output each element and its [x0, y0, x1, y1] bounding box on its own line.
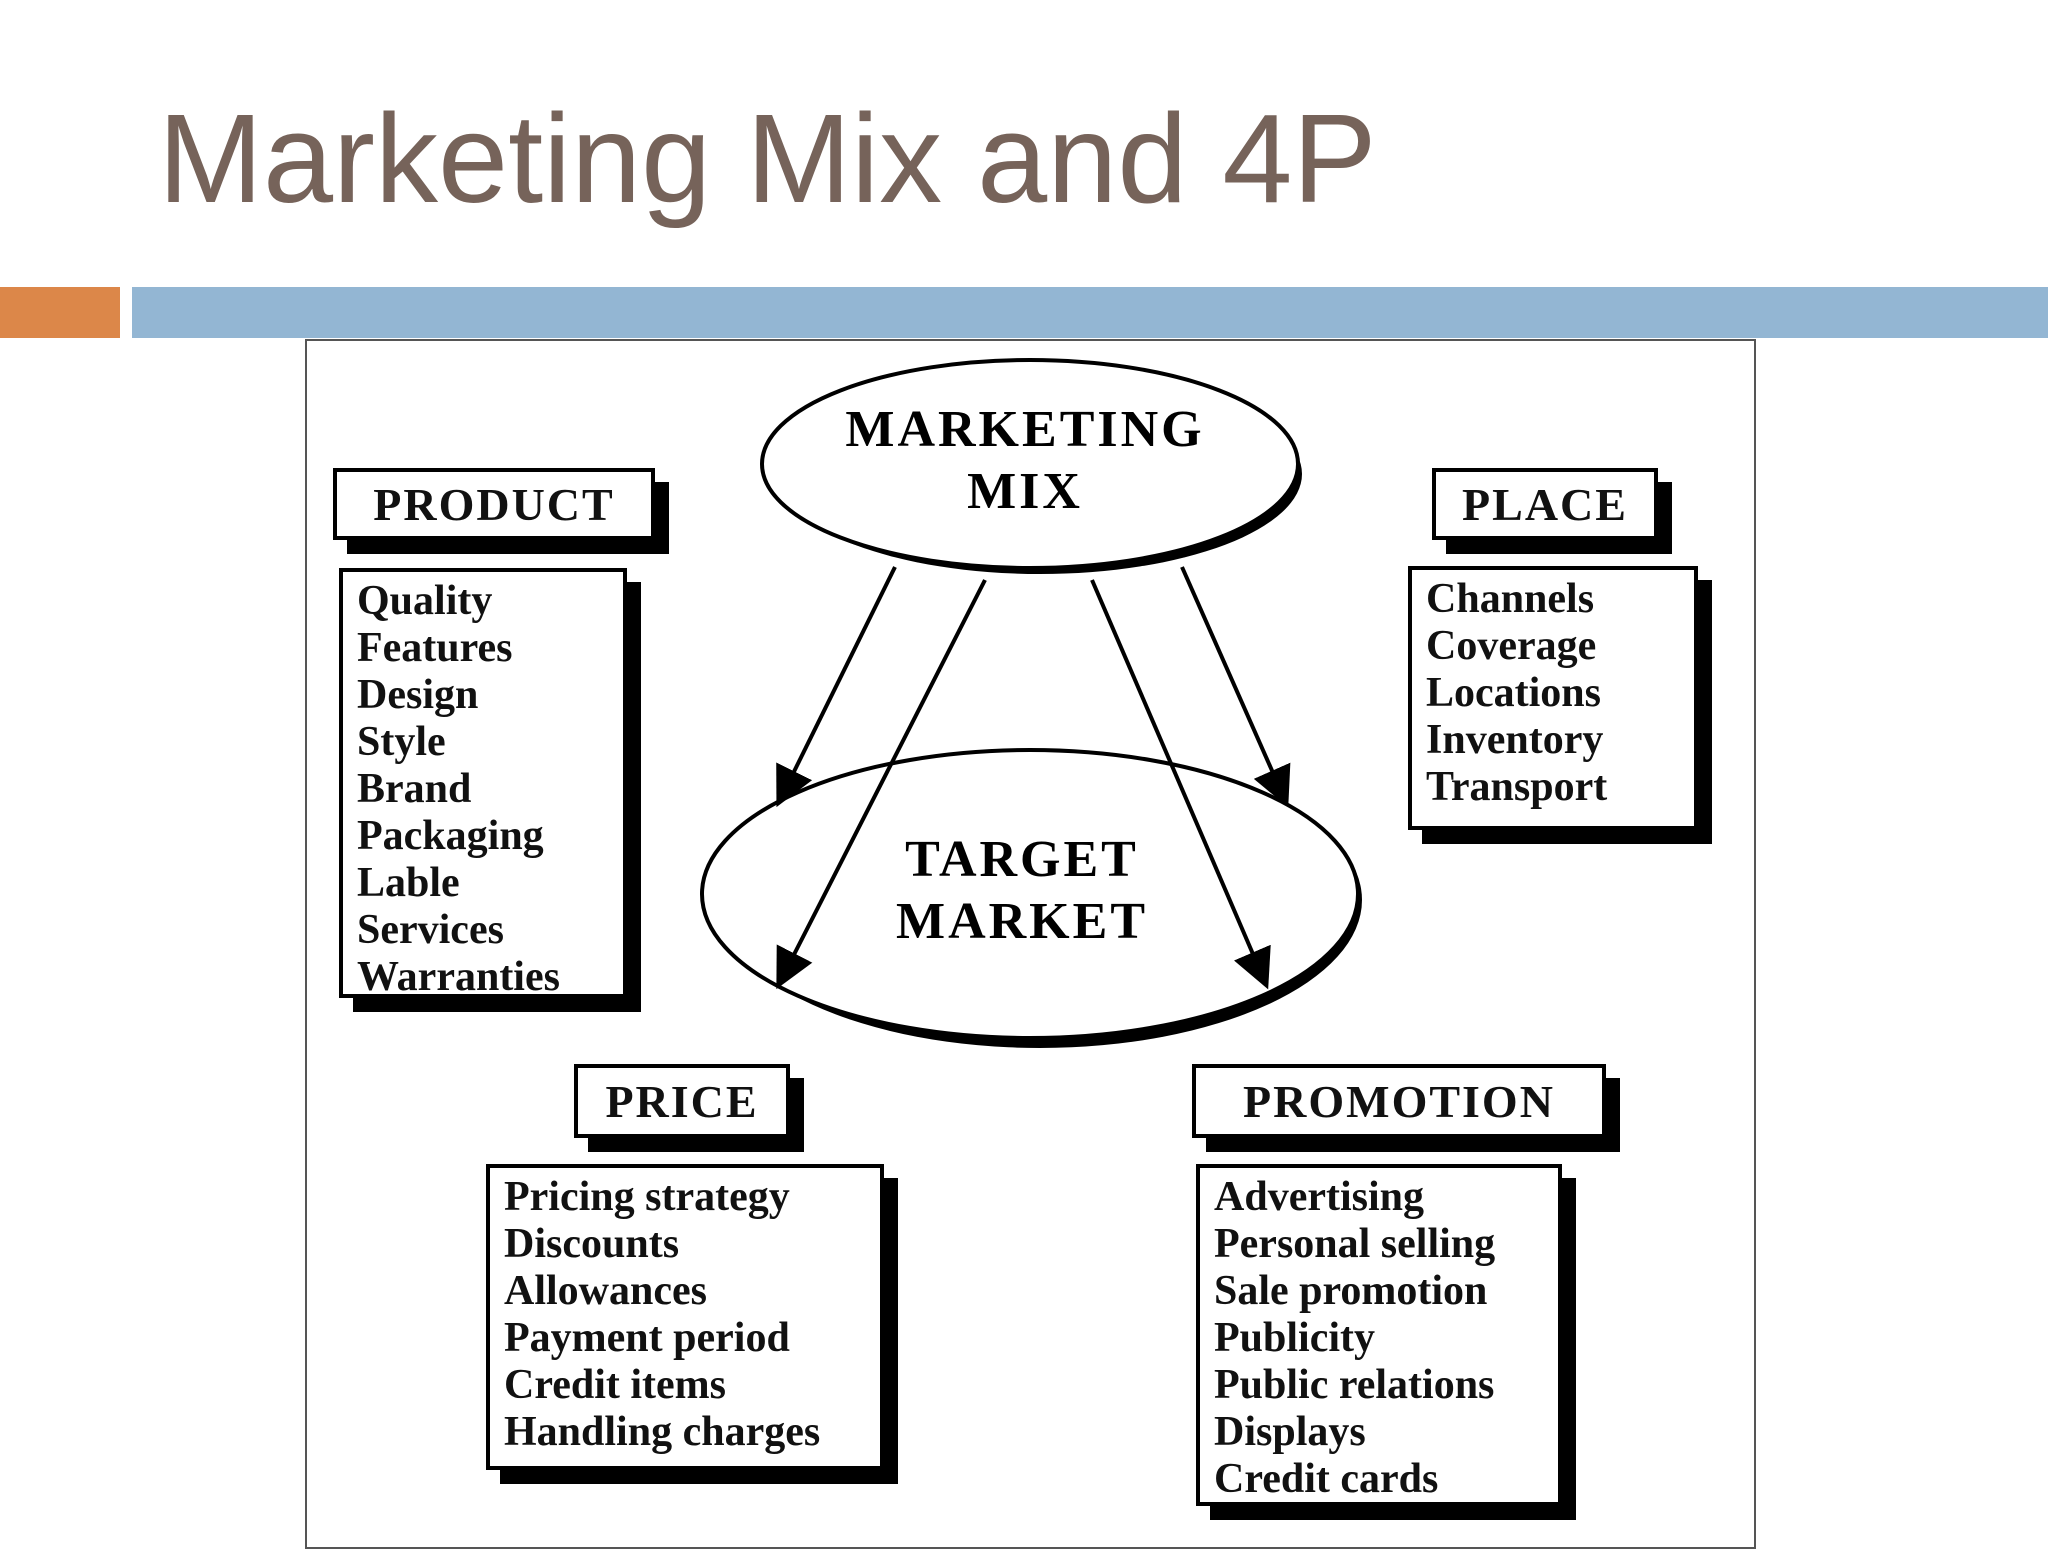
place-heading: PLACE [1462, 478, 1628, 530]
arrow-mix-to-target-right-inner [1090, 579, 1271, 990]
product-item: Features [357, 625, 513, 671]
price-item: Handling charges [504, 1409, 821, 1455]
target-market-label-line1: TARGET [905, 831, 1139, 888]
place-item: Locations [1426, 670, 1602, 716]
marketing-mix-label-line2: MIX [967, 463, 1083, 520]
product-item: Design [357, 672, 479, 718]
promotion-item: Advertising [1214, 1174, 1424, 1220]
price-heading: PRICE [605, 1075, 759, 1127]
place-heading-box: PLACE [1432, 468, 1658, 540]
promotion-item: Public relations [1214, 1362, 1495, 1408]
product-item: Style [357, 719, 446, 765]
price-heading-box: PRICE [574, 1064, 790, 1138]
promotion-item: Personal selling [1214, 1221, 1496, 1267]
product-item: Warranties [357, 954, 560, 1000]
place-item: Channels [1426, 576, 1595, 622]
price-item: Payment period [504, 1315, 790, 1361]
promotion-heading-box: PROMOTION [1192, 1064, 1606, 1138]
marketing-mix-label-line1: MARKETING [845, 401, 1204, 458]
accent-bar-blue [132, 287, 2048, 338]
product-heading-box: PRODUCT [333, 468, 655, 540]
arrow-mix-to-target-left-outer [776, 566, 897, 808]
promotion-item: Sale promotion [1214, 1268, 1488, 1314]
place-list: Channels Coverage Locations Inventory Tr… [1408, 566, 1698, 830]
place-item: Transport [1426, 764, 1608, 810]
product-item: Brand [357, 766, 472, 812]
promotion-item: Displays [1214, 1409, 1366, 1455]
product-item: Packaging [357, 813, 544, 859]
arrow-mix-to-target-left-inner [776, 579, 987, 990]
slide-title: Marketing Mix and 4P [158, 88, 1377, 229]
price-list: Pricing strategy Discounts Allowances Pa… [486, 1164, 884, 1470]
product-item: Services [357, 907, 504, 953]
product-list: Quality Features Design Style Brand Pack… [339, 568, 627, 1000]
product-heading: PRODUCT [373, 478, 615, 530]
price-item: Pricing strategy [504, 1174, 790, 1220]
accent-bar-orange [0, 287, 120, 338]
place-item: Inventory [1426, 717, 1604, 763]
place-item: Coverage [1426, 623, 1597, 669]
promotion-item: Credit cards [1214, 1456, 1439, 1502]
promotion-heading: PROMOTION [1243, 1075, 1555, 1127]
target-market-label-line2: MARKET [896, 893, 1148, 950]
arrow-mix-to-target-right-outer [1180, 566, 1291, 808]
marketing-mix-ellipse [760, 358, 1300, 570]
promotion-item: Publicity [1214, 1315, 1376, 1361]
price-item: Allowances [504, 1268, 707, 1314]
price-item: Discounts [504, 1221, 680, 1267]
promotion-list: Advertising Personal selling Sale promot… [1196, 1164, 1562, 1506]
product-item: Lable [357, 860, 460, 906]
product-item: Quality [357, 578, 493, 624]
price-item: Credit items [504, 1362, 726, 1408]
